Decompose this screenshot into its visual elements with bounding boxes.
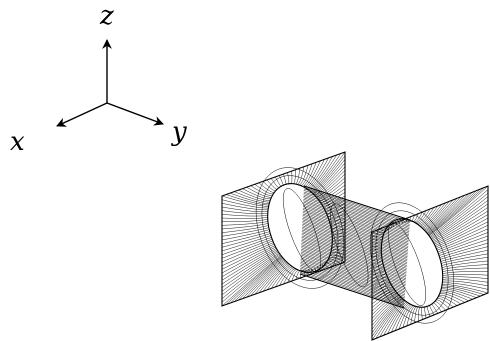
axis-triad: z y x	[10, 1, 187, 157]
connecting-tube	[282, 185, 427, 309]
tube-mesh	[299, 185, 411, 309]
z-axis-label: z	[99, 1, 114, 31]
left-plate-ring	[261, 175, 339, 281]
left-end-plate	[221, 151, 346, 307]
left-plate-ring	[255, 167, 345, 289]
x-axis-label: x	[10, 127, 25, 157]
x-axis-arrow	[56, 102, 108, 127]
y-axis-label: y	[171, 117, 187, 147]
y-axis-arrow	[106, 102, 164, 126]
wireframe-solid	[221, 151, 489, 341]
right-plate-ring	[375, 210, 449, 316]
tube-seam	[330, 203, 369, 288]
right-plate-ring	[370, 202, 454, 324]
right-end-plate	[370, 185, 489, 341]
right-plate-hole	[380, 218, 444, 308]
tube-seam	[282, 188, 322, 272]
